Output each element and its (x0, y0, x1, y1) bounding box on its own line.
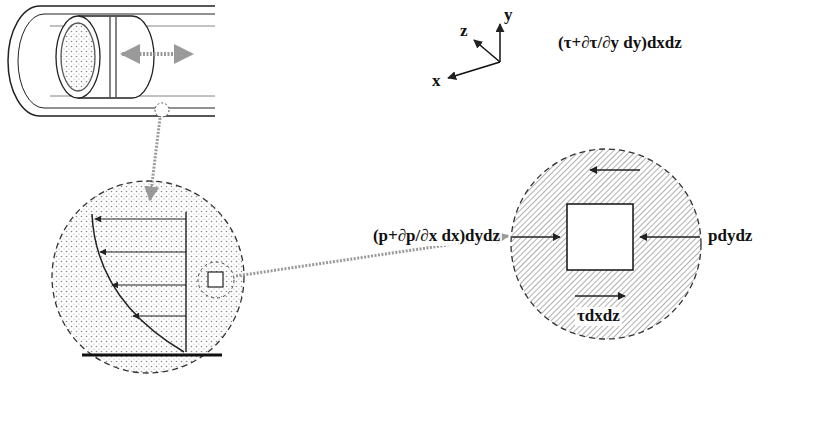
profile-circle (52, 181, 244, 373)
motion-arrow (122, 52, 192, 56)
cylinder (8, 6, 215, 116)
force-label: pdydz (706, 227, 754, 246)
piston (56, 16, 154, 98)
axis-label: y (504, 6, 513, 25)
force-label: (p+∂p/∂x dx)dydz (371, 227, 502, 246)
axis-label: z (460, 22, 468, 41)
element-circle (511, 149, 701, 339)
force-label: (τ+∂τ/∂y dy)dxdz (556, 34, 684, 53)
axes (448, 24, 500, 78)
force-label: τdxdz (575, 307, 622, 326)
axis-label: x (432, 72, 441, 91)
zoom-spot (155, 103, 169, 117)
